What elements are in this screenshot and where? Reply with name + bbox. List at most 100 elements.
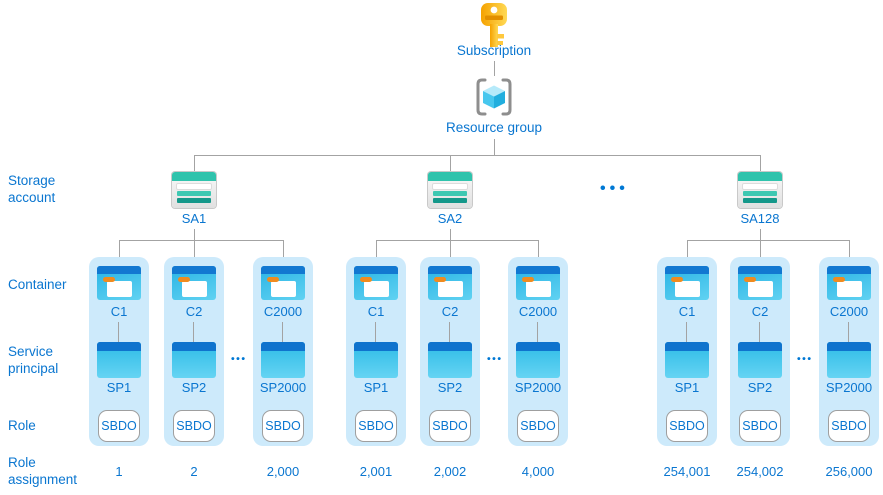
role-assignment-count: 2,000 <box>266 464 300 479</box>
ellipsis-sp-icon: ••• <box>487 353 503 365</box>
container-group-card: C2 SP2 SBDO <box>164 257 224 446</box>
row-label-role: Role <box>8 418 36 433</box>
container-icon <box>172 266 216 300</box>
tree-line <box>450 241 451 267</box>
container-group-card: C2000 SP2000 SBDO <box>253 257 313 446</box>
row-label-storage-account: Storage account <box>8 173 56 205</box>
container-icon <box>354 266 398 300</box>
container-label: C2000 <box>829 304 869 319</box>
ellipsis-sp-icon: ••• <box>797 353 813 365</box>
service-principal-icon <box>665 342 709 378</box>
role-badge: SBDO <box>517 410 559 442</box>
tree-line <box>450 156 451 172</box>
container-label: C1 <box>678 304 696 319</box>
service-principal-icon <box>827 342 871 378</box>
role-badge-label: SBDO <box>831 419 867 433</box>
tree-line <box>376 241 377 267</box>
role-badge: SBDO <box>666 410 708 442</box>
role-badge: SBDO <box>262 410 304 442</box>
role-badge-label: SBDO <box>176 419 212 433</box>
storage-account-label: SA1 <box>181 211 207 226</box>
tree-line <box>848 322 849 343</box>
role-assignment-count: 2,002 <box>433 464 467 479</box>
container-icon <box>738 266 782 300</box>
role-badge-label: SBDO <box>432 419 468 433</box>
tree-line <box>538 241 539 267</box>
role-badge: SBDO <box>98 410 140 442</box>
tree-line <box>760 156 761 172</box>
service-principal-label: SP2 <box>437 380 463 395</box>
resource-group-label: Resource group <box>445 120 543 135</box>
tree-line <box>686 322 687 343</box>
container-group-card: C1 SP1 SBDO <box>346 257 406 446</box>
ellipsis-sp-icon: ••• <box>231 353 247 365</box>
role-badge-label: SBDO <box>520 419 556 433</box>
container-label: C1 <box>110 304 128 319</box>
role-assignment-count: 4,000 <box>521 464 555 479</box>
subscription-key-icon <box>475 2 513 48</box>
tree-line <box>194 155 761 156</box>
container-group-card: C2 SP2 SBDO <box>420 257 480 446</box>
service-principal-icon <box>261 342 305 378</box>
resource-group-icon <box>474 77 514 117</box>
role-badge-label: SBDO <box>669 419 705 433</box>
role-assignment-count: 1 <box>115 464 123 479</box>
tree-line <box>282 322 283 343</box>
row-label-role-assignment: Role assignment <box>8 455 78 487</box>
row-label-service-principal: Service principal <box>8 344 59 376</box>
container-label: C2 <box>441 304 459 319</box>
service-principal-label: SP1 <box>363 380 389 395</box>
storage-account-icon <box>428 172 472 208</box>
storage-account-label: SA2 <box>437 211 463 226</box>
tree-line <box>118 322 119 343</box>
container-label: C2 <box>751 304 769 319</box>
service-principal-label: SP2 <box>181 380 207 395</box>
storage-account-icon <box>172 172 216 208</box>
container-label: C2000 <box>263 304 303 319</box>
role-badge: SBDO <box>429 410 471 442</box>
tree-line <box>494 61 495 76</box>
role-assignment-count: 254,002 <box>736 464 784 479</box>
role-badge-label: SBDO <box>358 419 394 433</box>
tree-line <box>283 241 284 267</box>
container-group-card: C2 SP2 SBDO <box>730 257 790 446</box>
tree-line <box>759 322 760 343</box>
tree-line <box>194 229 195 241</box>
tree-line <box>449 322 450 343</box>
storage-account-icon <box>738 172 782 208</box>
role-assignment-count: 256,000 <box>825 464 873 479</box>
tree-line <box>193 322 194 343</box>
subscription-label: Subscription <box>456 43 532 58</box>
container-icon <box>261 266 305 300</box>
container-group-card: C1 SP1 SBDO <box>89 257 149 446</box>
tree-line <box>760 241 761 267</box>
container-icon <box>97 266 141 300</box>
tree-line <box>450 229 451 241</box>
container-label: C2000 <box>518 304 558 319</box>
role-badge-label: SBDO <box>101 419 137 433</box>
service-principal-label: SP1 <box>106 380 132 395</box>
container-icon <box>516 266 560 300</box>
role-assignment-count: 254,001 <box>663 464 711 479</box>
container-group-card: C2000 SP2000 SBDO <box>819 257 879 446</box>
container-icon <box>665 266 709 300</box>
tree-line <box>375 322 376 343</box>
service-principal-label: SP2000 <box>259 380 307 395</box>
container-group-card: C2000 SP2000 SBDO <box>508 257 568 446</box>
service-principal-icon <box>97 342 141 378</box>
tree-line <box>194 241 195 267</box>
container-label: C1 <box>367 304 385 319</box>
service-principal-icon <box>738 342 782 378</box>
tree-line <box>849 241 850 267</box>
service-principal-label: SP2 <box>747 380 773 395</box>
role-badge: SBDO <box>173 410 215 442</box>
tree-line <box>194 156 195 172</box>
tree-line <box>687 241 688 267</box>
row-label-container: Container <box>8 277 67 292</box>
container-icon <box>827 266 871 300</box>
tree-line <box>760 229 761 241</box>
service-principal-icon <box>428 342 472 378</box>
tree-line <box>119 240 284 241</box>
tree-line <box>687 240 850 241</box>
